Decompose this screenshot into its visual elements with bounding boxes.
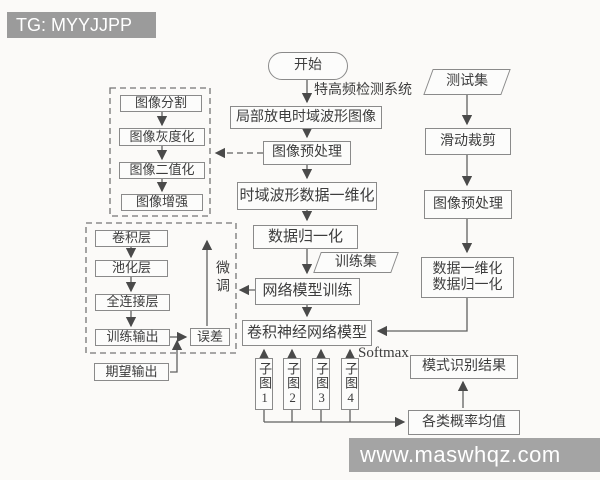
data-to-1d-label: 数据一维化 (432, 262, 503, 278)
fine-tune-label: 微调 (214, 260, 229, 296)
model-training-node: 网络模型训练 (255, 278, 360, 305)
image-preprocess-right-node: 图像预处理 (424, 190, 512, 219)
conv-layer-node: 卷积层 (95, 230, 168, 247)
data-normalize-label: 数据归一化 (432, 277, 503, 293)
error-node: 误差 (190, 328, 230, 346)
data-1d-normalize-node: 数据一维化 数据归一化 (421, 257, 514, 298)
sub-image-4-node: 子图4 (341, 358, 359, 410)
sub-image-3-node: 子图3 (312, 358, 330, 410)
start-node: 开始 (268, 52, 348, 80)
sub-image-2-node: 子图2 (283, 358, 301, 410)
image-grayscale-node: 图像灰度化 (119, 128, 205, 146)
train-set-label: 训练集 (335, 254, 378, 270)
expected-output-node: 期望输出 (94, 363, 169, 381)
image-segmentation-node: 图像分割 (120, 95, 202, 112)
pooling-layer-node: 池化层 (95, 260, 168, 277)
fc-layer-node: 全连接层 (95, 294, 170, 311)
pattern-result-node: 模式识别结果 (410, 355, 518, 379)
class-prob-mean-node: 各类概率均值 (408, 410, 520, 435)
uhf-system-label: 特高频检测系统 (314, 83, 412, 98)
watermark-top-left: TG: MYYJJPP (7, 12, 156, 38)
test-set-label: 测试集 (446, 74, 489, 90)
watermark-bottom-right: www.maswhqz.com (349, 438, 600, 472)
softmax-label: Softmax (358, 345, 409, 361)
sub-image-1-node: 子图1 (255, 358, 273, 410)
test-set-node: 测试集 (423, 69, 511, 95)
image-binarization-node: 图像二值化 (119, 162, 205, 179)
data-normalize-node: 数据归一化 (253, 225, 358, 249)
image-preprocess-node: 图像预处理 (263, 141, 351, 165)
training-output-node: 训练输出 (95, 329, 170, 346)
waveform-to-1d-node: 时域波形数据一维化 (237, 182, 377, 210)
train-set-node: 训练集 (313, 252, 399, 273)
sliding-crop-node: 滑动裁剪 (425, 128, 511, 155)
pd-waveform-image-node: 局部放电时域波形图像 (230, 106, 382, 129)
cnn-model-node: 卷积神经网络模型 (242, 320, 372, 346)
image-enhancement-node: 图像增强 (121, 194, 203, 211)
